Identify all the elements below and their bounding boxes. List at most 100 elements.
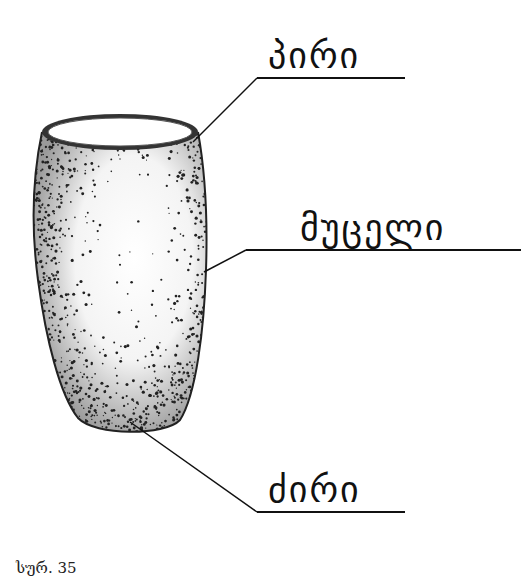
texture-dot — [33, 290, 36, 293]
texture-dot — [122, 436, 125, 439]
texture-dot — [70, 366, 73, 369]
texture-dot — [50, 225, 53, 228]
texture-dot — [105, 437, 106, 438]
texture-dot — [39, 336, 42, 339]
texture-dot — [202, 195, 204, 197]
texture-dot — [81, 253, 84, 256]
texture-dot — [68, 436, 71, 439]
texture-dot — [29, 376, 32, 379]
texture-dot — [36, 426, 38, 428]
texture-dot — [190, 417, 192, 419]
texture-dot — [65, 219, 67, 221]
texture-dot — [85, 303, 88, 306]
texture-dot — [66, 186, 68, 188]
texture-dot — [141, 424, 142, 425]
texture-dot — [118, 254, 120, 256]
part-label: მუცელი — [300, 210, 445, 246]
texture-dot — [174, 427, 176, 429]
texture-dot — [152, 435, 153, 436]
texture-dot — [137, 437, 139, 439]
texture-dot — [201, 282, 203, 284]
texture-dot — [80, 372, 81, 373]
texture-dot — [92, 180, 94, 182]
texture-dot — [49, 375, 51, 377]
texture-dot — [31, 383, 34, 386]
texture-dot — [68, 368, 70, 370]
texture-dot — [201, 420, 204, 423]
texture-dot — [86, 222, 88, 224]
texture-dot — [144, 367, 146, 369]
texture-dot — [85, 420, 88, 423]
texture-dot — [196, 350, 198, 352]
texture-dot — [209, 389, 212, 392]
texture-dot — [36, 300, 39, 303]
texture-dot — [75, 309, 78, 312]
texture-dot — [209, 356, 212, 359]
texture-dot — [30, 162, 31, 163]
texture-dot — [198, 120, 200, 122]
texture-dot — [34, 403, 35, 404]
texture-dot — [194, 386, 197, 389]
texture-dot — [38, 183, 40, 185]
texture-dot — [184, 391, 187, 394]
texture-dot — [56, 169, 59, 172]
texture-dot — [76, 380, 79, 383]
texture-dot — [90, 407, 92, 409]
texture-dot — [55, 438, 57, 440]
texture-dot — [158, 433, 160, 435]
texture-dot — [44, 396, 47, 399]
texture-dot — [198, 236, 201, 239]
texture-dot — [47, 291, 49, 293]
texture-dot — [51, 245, 54, 248]
texture-dot — [211, 301, 213, 303]
texture-dot — [61, 361, 63, 363]
texture-dot — [61, 408, 63, 410]
texture-dot — [37, 392, 40, 395]
texture-dot — [201, 389, 204, 392]
texture-dot — [48, 224, 51, 227]
texture-dot — [159, 379, 160, 380]
texture-dot — [52, 236, 55, 239]
texture-dot — [85, 419, 87, 421]
texture-dot — [86, 376, 88, 378]
texture-dot — [148, 366, 150, 368]
texture-dot — [36, 334, 38, 336]
texture-dot — [137, 437, 140, 440]
texture-dot — [194, 361, 195, 362]
texture-dot — [47, 187, 49, 189]
texture-dot — [202, 410, 203, 411]
texture-dot — [43, 272, 46, 275]
texture-dot — [81, 192, 84, 195]
texture-dot — [179, 438, 182, 441]
texture-dot — [65, 293, 68, 296]
texture-dot — [190, 141, 192, 143]
texture-dot — [186, 389, 187, 390]
texture-dot — [205, 145, 206, 146]
texture-dot — [51, 184, 53, 186]
texture-dot — [70, 201, 72, 203]
texture-dot — [199, 367, 201, 369]
texture-dot — [155, 391, 158, 394]
texture-dot — [179, 428, 181, 430]
texture-dot — [79, 429, 80, 430]
figure-caption: სურ. 35 — [16, 561, 77, 576]
texture-dot — [73, 436, 75, 438]
texture-dot — [30, 153, 32, 155]
texture-dot — [133, 427, 136, 430]
texture-dot — [120, 427, 122, 429]
texture-dot — [60, 195, 63, 198]
texture-dot — [69, 169, 72, 172]
texture-dot — [59, 401, 62, 404]
texture-dot — [63, 407, 64, 408]
texture-dot — [47, 349, 48, 350]
texture-dot — [146, 437, 149, 440]
texture-dot — [49, 381, 51, 383]
texture-dot — [102, 406, 104, 408]
texture-dot — [75, 158, 77, 160]
texture-dot — [185, 398, 187, 400]
texture-dot — [31, 426, 34, 429]
texture-dot — [54, 390, 57, 393]
texture-dot — [166, 398, 169, 401]
texture-dot — [49, 317, 51, 319]
texture-dot — [58, 286, 60, 288]
